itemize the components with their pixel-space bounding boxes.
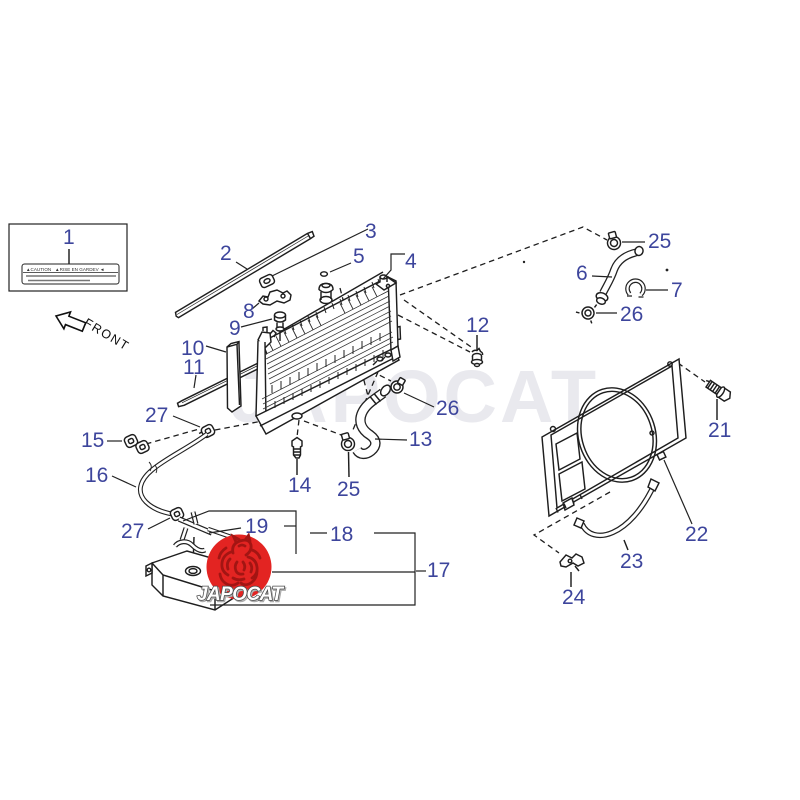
- svg-text:16: 16: [85, 464, 108, 487]
- svg-text:JAPOCAT: JAPOCAT: [198, 585, 285, 606]
- svg-text:21: 21: [708, 419, 731, 442]
- svg-text:11: 11: [183, 356, 205, 379]
- svg-text:24: 24: [562, 586, 586, 609]
- svg-text:JAPOCAT: JAPOCAT: [197, 584, 284, 605]
- svg-text:3: 3: [365, 220, 377, 243]
- svg-text:23: 23: [620, 550, 643, 573]
- svg-text:14: 14: [288, 474, 312, 497]
- svg-text:26: 26: [620, 303, 643, 326]
- svg-text:25: 25: [337, 478, 360, 501]
- svg-text:9: 9: [229, 317, 241, 340]
- svg-text:13: 13: [409, 428, 432, 451]
- svg-text:27: 27: [145, 404, 168, 427]
- svg-text:8: 8: [243, 300, 255, 323]
- svg-text:19: 19: [245, 515, 268, 538]
- svg-text:18: 18: [330, 523, 353, 546]
- svg-text:26: 26: [436, 397, 459, 420]
- svg-text:17: 17: [427, 559, 450, 582]
- svg-text:4: 4: [405, 250, 417, 273]
- svg-text:▲CAUTION ▲RISE EN GARDEV ◄: ▲CAUTION ▲RISE EN GARDEV ◄: [26, 267, 104, 272]
- svg-text:6: 6: [576, 262, 588, 285]
- svg-text:2: 2: [220, 242, 232, 265]
- svg-text:1: 1: [63, 226, 75, 249]
- svg-text:12: 12: [466, 314, 489, 337]
- svg-text:5: 5: [353, 245, 365, 268]
- svg-text:15: 15: [81, 429, 104, 452]
- svg-text:25: 25: [648, 230, 671, 253]
- svg-text:7: 7: [671, 279, 683, 302]
- svg-text:22: 22: [685, 523, 708, 546]
- svg-text:10: 10: [181, 337, 204, 360]
- svg-text:27: 27: [121, 520, 144, 543]
